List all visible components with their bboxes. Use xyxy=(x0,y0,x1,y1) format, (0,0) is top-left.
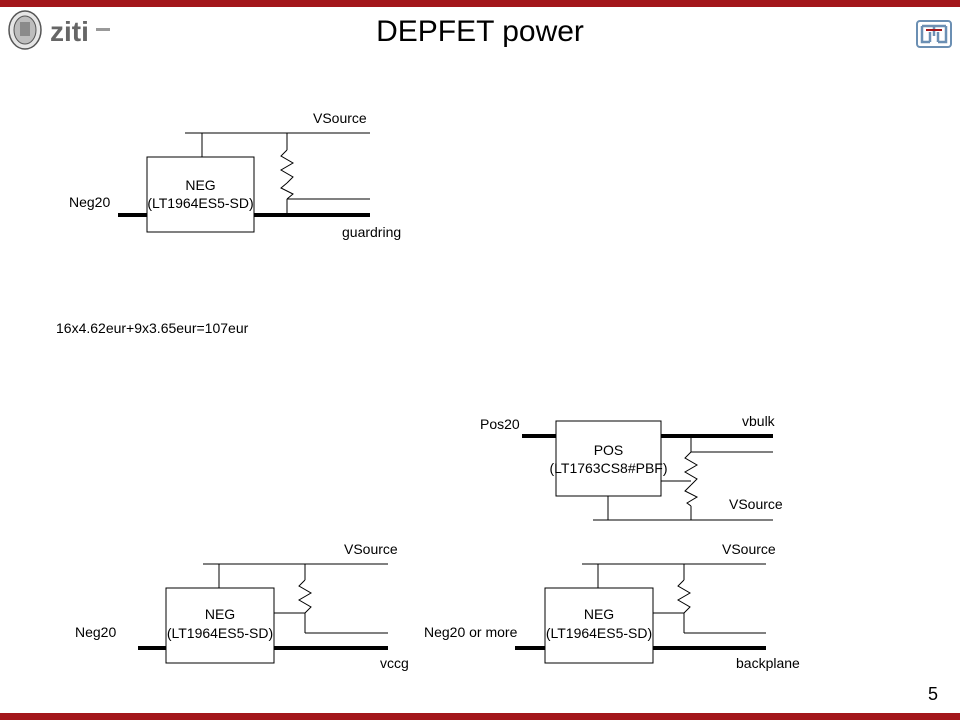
circuit-4-output-label: backplane xyxy=(736,655,800,671)
cost-note: 16x4.62eur+9x3.65eur=107eur xyxy=(56,320,249,336)
circuit-1-box-line1: NEG xyxy=(185,177,216,193)
circuit-2 xyxy=(522,420,773,521)
circuit-4 xyxy=(515,563,766,664)
circuit-2-output-label: VSource xyxy=(729,496,783,512)
circuit-1-box-line2: (LT1964ES5-SD) xyxy=(147,195,254,211)
top-accent-bar xyxy=(0,0,960,7)
circuit-1-input-label: Neg20 xyxy=(69,194,111,210)
circuit-2-top-label: vbulk xyxy=(742,413,775,429)
circuit-4-box-line1: NEG xyxy=(583,606,615,622)
ziti-logo-text: ziti xyxy=(50,16,89,47)
circuit-4-input-label: Neg20 or more xyxy=(424,624,518,640)
circuit-3-box-line1: NEG xyxy=(204,606,236,622)
circuit-3-output-label: vccg xyxy=(380,655,409,671)
page-title: DEPFET power xyxy=(376,15,584,48)
circuit-4-box-line2: (LT1964ES5-SD) xyxy=(545,625,653,641)
circuit-1 xyxy=(118,132,370,233)
ziti-logo: ziti xyxy=(50,16,110,47)
circuit-3-box-line2: (LT1964ES5-SD) xyxy=(166,625,274,641)
page-number: 5 xyxy=(928,684,939,704)
circuit-1-top-label: VSource xyxy=(313,110,367,126)
circuit-4-top-label: VSource xyxy=(722,541,776,557)
circuit-3-input-label: Neg20 xyxy=(75,624,117,640)
bottom-accent-bar xyxy=(0,713,960,720)
circuit-3 xyxy=(138,563,388,664)
group-logo-icon xyxy=(916,20,952,48)
circuit-2-input-label: Pos20 xyxy=(480,416,520,432)
circuit-2-box-line2: (LT1763CS8#PBF) xyxy=(549,460,668,476)
circuit-2-box-line1: POS xyxy=(593,442,624,458)
circuit-1-output-label: guardring xyxy=(342,224,402,240)
university-seal-logo xyxy=(8,10,42,50)
circuit-3-top-label: VSource xyxy=(344,541,398,557)
